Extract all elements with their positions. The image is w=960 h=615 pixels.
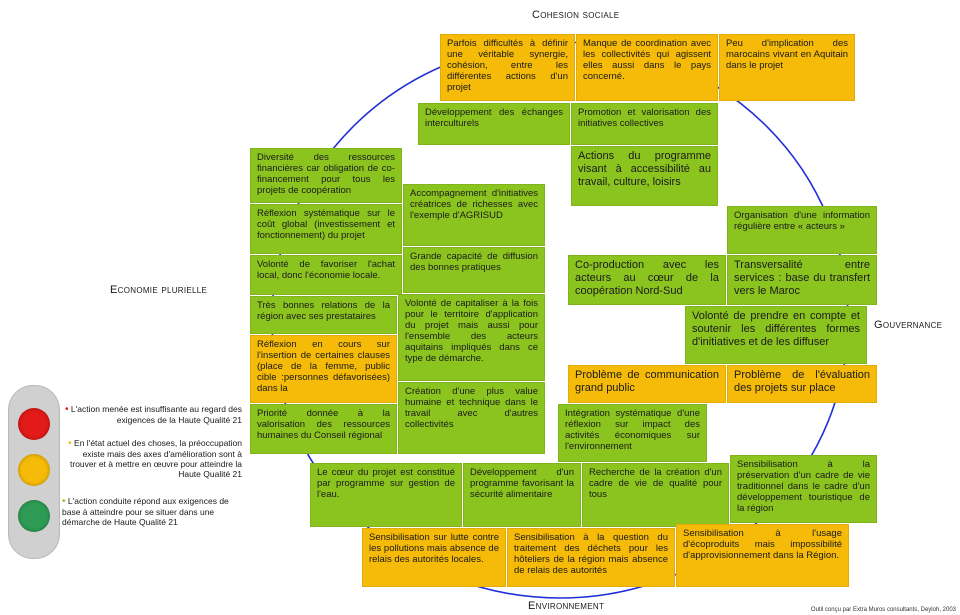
assessment-box-accessibilite: Actions du programme visant à accessibil… <box>571 146 718 206</box>
assessment-box-capitaliser: Volonté de capitaliser à la fois pour le… <box>398 294 545 381</box>
assessment-box-echanges-interculturels: Développement des échanges interculturel… <box>418 103 570 145</box>
assessment-box-securite-alimentaire: Développement d'un programme favorisant … <box>463 463 581 527</box>
assessment-box-bonnes-pratiques: Grande capacité de diffusion des bonnes … <box>403 247 545 293</box>
legend-green-text: L'action conduite répond aux exigences d… <box>62 496 229 527</box>
assessment-box-information-reguliere: Organisation d'une information régulière… <box>727 206 877 254</box>
axis-label-environnement: Environnement <box>528 600 605 612</box>
assessment-box-clauses: Réflexion en cours sur l'insertion de ce… <box>250 335 397 403</box>
assessment-box-co-production: Co-production avec les acteurs au cœur d… <box>568 255 726 305</box>
green-lamp-icon <box>18 500 50 532</box>
assessment-box-coordination: Manque de coordination avec les collecti… <box>576 34 718 101</box>
axis-label-gouvernance: Gouvernance <box>874 319 943 331</box>
assessment-box-dechets: Sensibilisation à la question du traitem… <box>507 528 675 587</box>
assessment-box-agrisud: Accompagnement d'initiatives créatrices … <box>403 184 545 246</box>
assessment-box-cadre-vie-traditionnel: Sensibilisation à la préservation d'un c… <box>730 455 877 523</box>
assessment-box-ressources-humaines: Priorité donnée à la valorisation des re… <box>250 404 397 454</box>
axis-label-economie-plurielle: Economie plurielle <box>110 284 208 296</box>
yellow-bullet-icon: • <box>68 438 72 449</box>
assessment-box-plus-value: Création d'une plus value humaine et tec… <box>398 382 545 454</box>
assessment-box-pollutions: Sensibilisation sur lutte contre les pol… <box>362 528 506 587</box>
assessment-box-evaluation: Problème de l'évaluation des projets sur… <box>727 365 877 403</box>
assessment-box-initiatives-diffusion: Volonté de prendre en compte et soutenir… <box>685 306 867 364</box>
legend-red-text: L'action menée est insuffisante au regar… <box>70 404 242 425</box>
assessment-box-implication-marocains: Peu d'implication des marocains vivant e… <box>719 34 855 101</box>
assessment-box-ecoproduits: Sensibilisation à l'usage d'écoproduits … <box>676 524 849 587</box>
legend-yellow-text: En l'état actuel des choses, la préoccup… <box>70 438 242 479</box>
assessment-box-cout-global: Réflexion systématique sur le coût globa… <box>250 204 402 254</box>
yellow-lamp-icon <box>18 454 50 486</box>
assessment-box-achat-local: Volonté de favoriser l'achat local, donc… <box>250 255 402 295</box>
legend-yellow: • En l'état actuel des choses, la préocc… <box>62 438 242 479</box>
red-bullet-icon: • <box>65 404 69 415</box>
traffic-light-icon <box>8 385 60 559</box>
assessment-box-cadre-vie-qualite: Recherche de la création d'un cadre de v… <box>582 463 729 527</box>
assessment-box-gestion-eau: Le cœur du projet est constitué par prog… <box>310 463 462 527</box>
assessment-box-synergie: Parfois difficultés à définir une vérita… <box>440 34 575 101</box>
assessment-box-initiatives-collectives: Promotion et valorisation des initiative… <box>571 103 718 145</box>
assessment-box-impact-environnement: Intégration systématique d'une réflexion… <box>558 404 707 462</box>
assessment-box-ressources-financieres: Diversité des ressources financières car… <box>250 148 402 203</box>
legend-green: • L'action conduite répond aux exigences… <box>62 496 242 527</box>
red-lamp-icon <box>18 408 50 440</box>
legend-red: • L'action menée est insuffisante au reg… <box>62 404 242 425</box>
green-bullet-icon: • <box>62 496 66 507</box>
axis-label-cohesion-sociale: Cohesion sociale <box>532 9 620 21</box>
credit-note: Outil conçu par Extra Muros consultants,… <box>810 607 956 613</box>
assessment-box-prestataires: Très bonnes relations de la région avec … <box>250 296 397 334</box>
assessment-box-communication: Problème de communication grand public <box>568 365 726 403</box>
assessment-box-transversalite: Transversalité entre services : base du … <box>727 255 877 305</box>
